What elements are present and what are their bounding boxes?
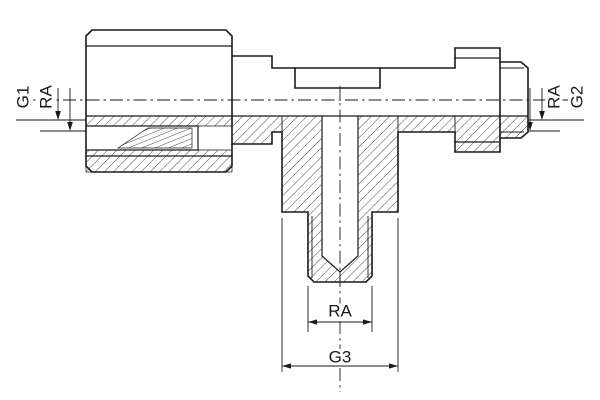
label-g3: G3 [329, 348, 352, 367]
bore-line-branch [321, 116, 359, 273]
nut-hex-flat-lines [86, 45, 232, 157]
right-hex-flat-lines [455, 57, 500, 143]
thread-lines [311, 67, 524, 278]
body-boss-outline [294, 67, 381, 89]
hatch-neck [231, 115, 283, 145]
label-g1: G1 [14, 86, 33, 109]
hatch-branch-left-wall [281, 115, 341, 283]
hatch-nut-lower [85, 149, 233, 173]
extension-lines-right [528, 119, 584, 132]
arrow-stems-left [57, 88, 71, 122]
arrowhead-g1 [55, 111, 61, 120]
dimension-left: G1 RA [11, 82, 86, 132]
hatch-cutting-ring [116, 127, 193, 149]
arrowhead-ra-bottom-left [308, 319, 317, 325]
arrow-stems-right [529, 88, 543, 122]
hatch-branch-right-wall [339, 115, 399, 283]
extension-lines-bottom-g3 [281, 218, 399, 372]
arrowhead-g2 [539, 111, 545, 120]
right-stud-outline [499, 61, 529, 139]
dimension-bottom-ra: RA [307, 286, 373, 332]
arrowhead-ra-right [527, 122, 533, 131]
tube-outline [86, 125, 199, 151]
fitting-outline [85, 29, 529, 283]
swivel-nut-outline [85, 29, 233, 173]
centerlines [16, 86, 582, 392]
hatch-body-right [397, 115, 456, 133]
extension-lines-left [16, 119, 86, 132]
extension-lines-bottom-ra [307, 286, 373, 332]
arrowhead-ra-left [67, 122, 73, 131]
label-ra-right: RA [545, 85, 564, 109]
dimension-bottom-g3: G3 [281, 218, 399, 372]
arrowhead-ra-bottom-right [363, 319, 372, 325]
label-ra-bottom: RA [328, 302, 352, 321]
dimension-right: RA G2 [527, 82, 590, 132]
hatch-nut-upper [85, 115, 233, 127]
arrowhead-g3-left [282, 363, 291, 369]
hatch-right-stud [454, 115, 529, 153]
label-ra-left: RA [37, 85, 56, 109]
arrowhead-g3-right [389, 363, 398, 369]
section-hatching [85, 115, 529, 283]
label-g2: G2 [568, 86, 587, 109]
